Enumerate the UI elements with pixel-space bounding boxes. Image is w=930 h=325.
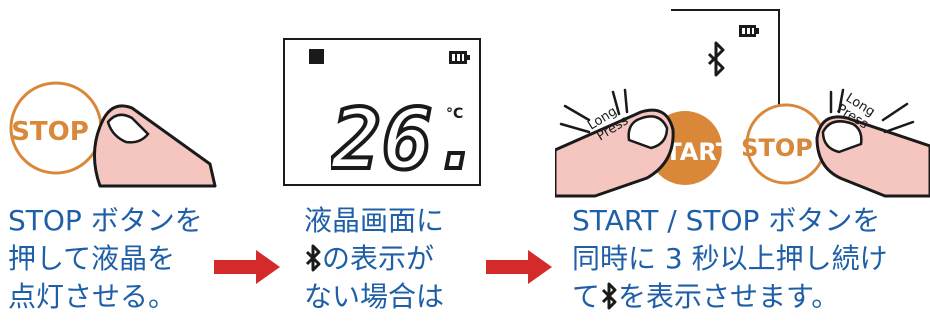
step2-caption-line: の表示が <box>304 240 444 278</box>
arrow-right-icon <box>486 250 552 284</box>
step1-caption: STOP ボタンを 押して液晶を 点灯させる。 <box>8 202 203 316</box>
bluetooth-icon <box>601 282 617 310</box>
step1-caption-line: STOP ボタンを <box>8 204 203 237</box>
step3-caption: START / STOP ボタンを 同時に 3 秒以上押し続け て を表示させま… <box>572 202 888 316</box>
battery-icon <box>739 25 759 37</box>
step2-caption-line: 液晶画面に <box>304 204 445 237</box>
step2-caption-text: の表示が <box>322 242 435 275</box>
step2-caption-line: ない場合は <box>304 280 445 313</box>
stop-square-icon <box>309 49 324 64</box>
step2-caption: 液晶画面に の表示が ない場合は <box>304 202 444 316</box>
lcd-screen: 26.0 °C <box>283 38 481 186</box>
stop-button-label: STOP <box>11 117 89 147</box>
stop-button-label: STOP <box>741 134 813 162</box>
lcd-reading: 26.0 °C <box>331 94 465 174</box>
bluetooth-icon <box>707 41 725 77</box>
press-lines <box>559 88 629 134</box>
step1-caption-line: 点灯させる。 <box>8 280 177 313</box>
battery-icon <box>449 51 470 64</box>
finger-icon <box>555 108 675 198</box>
lcd-unit: °C <box>446 106 463 122</box>
lcd-value: 26.0 <box>331 94 465 174</box>
step3-illustration: START STOP Long Press Long Press <box>555 9 930 198</box>
step1-caption-line: 押して液晶を <box>8 242 176 275</box>
finger-icon <box>92 104 217 188</box>
arrow-right-icon <box>214 250 280 284</box>
finger-icon <box>815 115 930 198</box>
press-lines <box>829 88 915 134</box>
bluetooth-icon <box>305 244 321 272</box>
lcd-frame <box>671 9 780 106</box>
step3-caption-line: 同時に 3 秒以上押し続け <box>572 242 888 275</box>
step3-caption-text: を表示させます。 <box>618 280 840 313</box>
step1-illustration: STOP <box>9 81 217 188</box>
step3-caption-line: START / STOP ボタンを <box>572 204 881 237</box>
step3-caption-text: て <box>572 280 601 313</box>
step3-caption-line: て を表示させます。 <box>572 278 888 316</box>
